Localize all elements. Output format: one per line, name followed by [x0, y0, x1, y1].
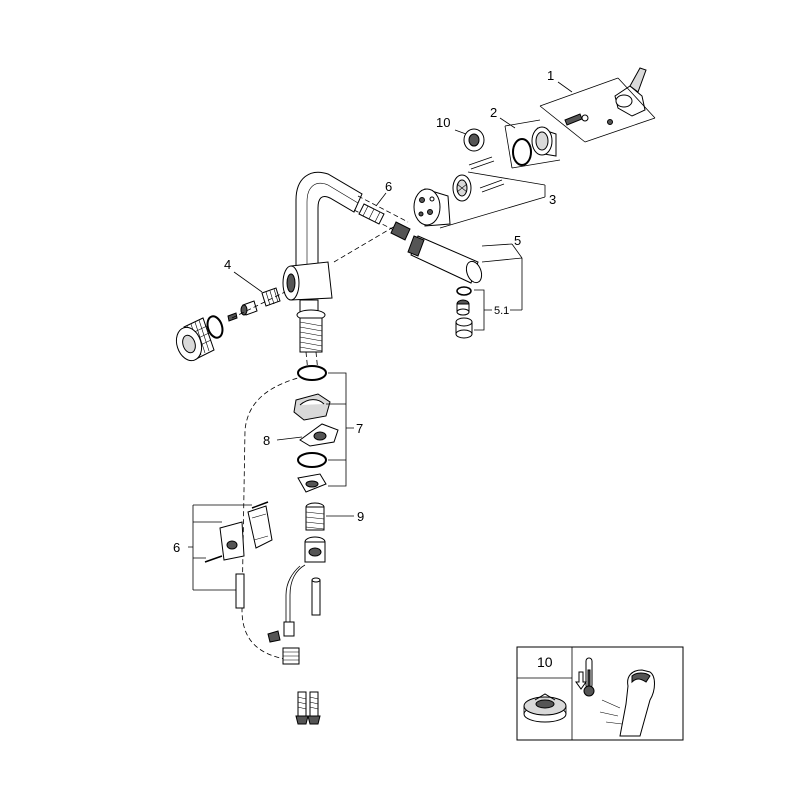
hose-fitting — [304, 536, 326, 563]
hose-coupling — [358, 203, 385, 225]
knob-spindle — [240, 300, 258, 316]
inset-box: 10 — [516, 646, 684, 741]
part-5-1-aerator — [455, 317, 473, 339]
label-part-4: 4 — [224, 257, 231, 272]
knob-axis-line — [231, 291, 286, 319]
inset-lever-handle — [599, 669, 655, 737]
holder-screw-top — [251, 501, 269, 509]
leader-10 — [454, 129, 467, 135]
leader-8 — [276, 436, 303, 441]
lever-screw-parts — [564, 113, 613, 126]
label-part-9: 9 — [357, 509, 364, 524]
holder-screw-bottom — [204, 555, 223, 563]
leader-5-1 — [474, 289, 492, 331]
leader-1 — [539, 77, 656, 143]
supply-pipe — [311, 577, 321, 616]
label-part-3: 3 — [549, 192, 556, 207]
inset-disc — [523, 693, 567, 723]
cartridge — [413, 188, 451, 227]
spout-dash-top — [357, 195, 409, 223]
holder-bracket — [247, 505, 273, 549]
leader-3 — [439, 171, 546, 229]
pipe-connector — [283, 621, 295, 637]
label-part-5-1: 5.1 — [494, 305, 509, 317]
mounting-o-ring-top — [297, 365, 327, 381]
holder-rod — [235, 573, 245, 609]
mounting-bracket — [293, 393, 331, 421]
faucet-body — [282, 261, 333, 313]
leader-4 — [233, 271, 263, 293]
holder-clip — [219, 521, 245, 561]
inset-arrow-down-icon — [575, 671, 587, 690]
leader-2 — [499, 117, 561, 169]
cartridge-ring — [452, 174, 472, 202]
knurled-knob — [175, 317, 215, 362]
label-part-1: 1 — [547, 68, 554, 83]
cap-o-ring — [512, 138, 532, 166]
threaded-adapter-9 — [305, 502, 325, 531]
label-part-6-upper: 6 — [385, 179, 392, 194]
small-clip — [267, 630, 281, 643]
leader-6-upper — [375, 192, 387, 207]
inset-label-10: 10 — [537, 654, 553, 670]
bottom-screws — [295, 691, 321, 725]
label-part-2: 2 — [490, 105, 497, 120]
knob-o-ring — [206, 315, 224, 339]
label-part-5: 5 — [514, 233, 521, 248]
hose-line-upper — [333, 225, 396, 263]
label-part-8: 8 — [263, 433, 270, 448]
mounting-plate-8 — [299, 423, 339, 447]
knob-adapter — [261, 287, 281, 307]
spray-head — [407, 235, 483, 284]
compression-nut — [282, 647, 300, 665]
part-10-disc — [463, 128, 485, 152]
label-part-7: 7 — [356, 421, 363, 436]
faucet-spout — [295, 171, 363, 293]
part-5-1-insert — [456, 299, 470, 316]
label-part-10: 10 — [436, 115, 450, 130]
mounting-nut — [297, 473, 327, 493]
label-part-6-lower: 6 — [173, 540, 180, 555]
flex-hose — [289, 564, 306, 622]
threaded-shank — [296, 309, 326, 353]
hose-thread-end — [390, 221, 411, 241]
part-5-1-o-ring — [456, 286, 472, 296]
cartridge-cap — [531, 126, 557, 157]
mounting-o-ring-bottom — [297, 452, 327, 468]
cartridge-screws — [468, 156, 505, 193]
leader-6-lower — [188, 504, 252, 591]
knob-small-screw — [227, 312, 238, 322]
leader-5 — [481, 243, 523, 311]
leader-7 — [326, 372, 354, 487]
inset-thermometer-icon — [583, 657, 595, 697]
lever-handle — [614, 67, 647, 117]
hose-loop — [241, 375, 306, 661]
